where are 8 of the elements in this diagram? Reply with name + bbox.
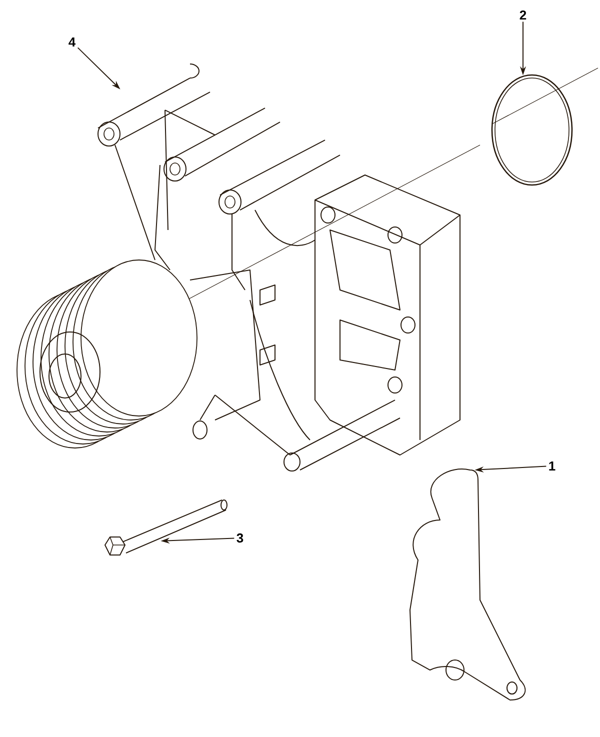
o-ring-drawing xyxy=(491,68,598,186)
callout-number: 3 xyxy=(236,533,244,543)
callout-number: 2 xyxy=(520,10,526,20)
callout-number: 1 xyxy=(549,462,556,470)
callout-number: 4 xyxy=(68,38,76,46)
bracket-drawing xyxy=(410,468,526,700)
water-pump-drawing xyxy=(16,64,480,472)
bolt-drawing xyxy=(104,500,228,556)
